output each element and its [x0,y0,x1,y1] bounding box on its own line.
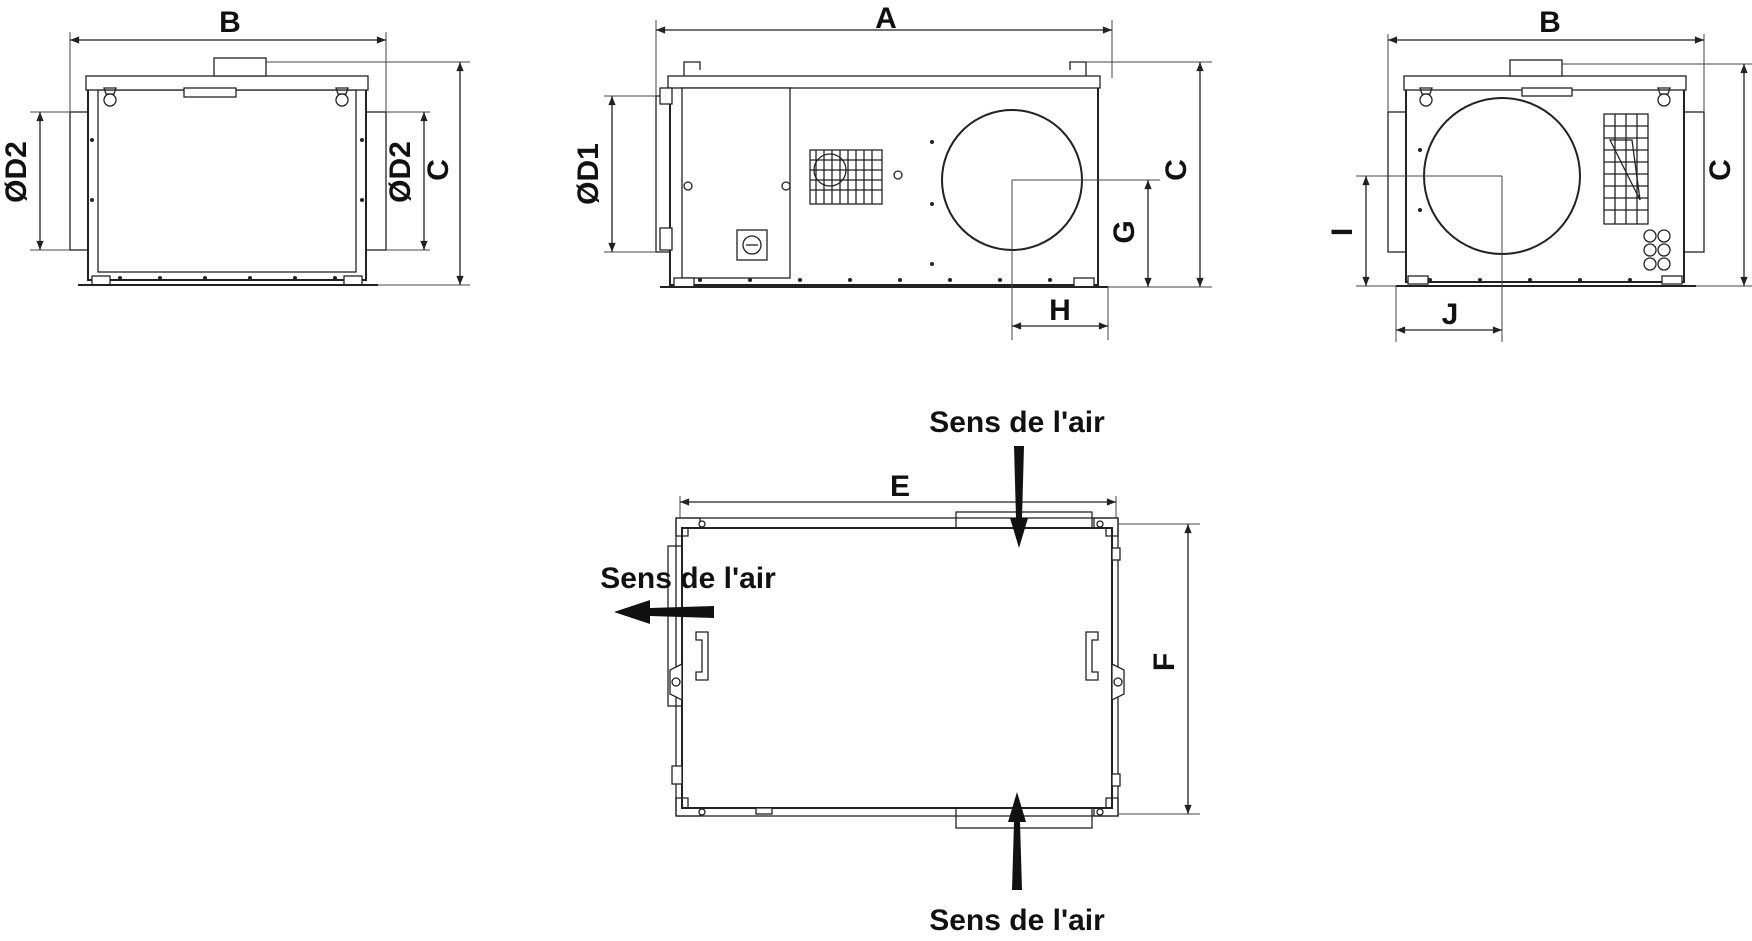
side-handle-right [1085,631,1099,681]
airflow-label-bottom: Sens de l'air [929,904,1105,937]
foot [1073,277,1095,288]
hook-icon [335,87,349,107]
foot [343,275,363,286]
panel-screw-icon [781,181,791,191]
rivet-row [1418,148,1632,282]
front-body [87,77,367,281]
dimension-label-d2-left: ØD2 [0,141,33,203]
bolt-icon [893,170,903,180]
fitting [755,807,773,815]
foot [673,277,695,288]
fitting [659,227,673,251]
fitting [659,87,673,105]
airflow-label-left: Sens de l'air [600,562,776,595]
fitting [1111,547,1121,561]
dimension-label-c-side: C [1160,159,1193,181]
dimension-label-c-rear: C [1704,159,1737,181]
right-duct-stub [363,111,387,251]
airflow-arrow-left [614,600,714,624]
airflow-label-top: Sens de l'air [929,406,1105,439]
front-view: B C ØD2 ØD2 [0,6,470,286]
lift-handle-left [683,61,701,76]
dimension-label-d1: ØD1 [572,143,605,205]
foot [91,275,111,286]
top-view: E F [667,470,1200,829]
dimension-label-b: B [219,6,241,39]
dimension-label-h: H [1049,294,1071,327]
front-handle [213,57,267,77]
hook-icon [1419,87,1433,107]
front-latch [183,87,237,98]
hook-icon [1657,87,1671,107]
left-arrow-icon [614,600,714,624]
foot [1661,275,1683,285]
airflow-arrow-bottom [1008,792,1026,890]
side-lid [667,75,1101,89]
rear-grille [1603,113,1649,225]
dimension-label-a: A [875,2,897,35]
foot [1407,275,1429,285]
lift-handle-right [1069,61,1087,76]
rivet-row [698,140,1052,282]
fan-grille [809,149,883,205]
corner-bracket [675,517,1119,817]
electrical-panel [681,87,791,279]
airflow-arrow-top [1010,446,1028,548]
hook-icon [103,87,117,107]
dimension-label-i: I [1326,228,1359,236]
top-body [681,527,1113,809]
rear-latch [1521,87,1573,97]
rear-handle [1509,59,1563,77]
dimension-label-c: C [422,159,455,181]
fitting [671,765,683,785]
side-view: A C G ØD1 H [572,2,1212,340]
dimension-label-f: F [1148,653,1181,671]
down-arrow-icon [1010,446,1028,548]
panel-screw-icon [683,181,693,191]
dimension-label-e: E [890,470,910,503]
up-arrow-icon [1008,792,1026,890]
dimension-label-b-rear: B [1539,6,1561,39]
rivet-row [90,138,364,280]
side-handle-left [695,631,709,681]
dimension-label-d2-right: ØD2 [384,141,417,203]
dimension-label-j: J [1442,298,1459,331]
fitting [1111,773,1121,787]
dimension-label-g: G [1108,220,1141,243]
cable-gland-cluster [1643,229,1671,271]
rear-view: B C I J [1326,6,1752,342]
rear-duct-stub-right [1681,111,1705,253]
